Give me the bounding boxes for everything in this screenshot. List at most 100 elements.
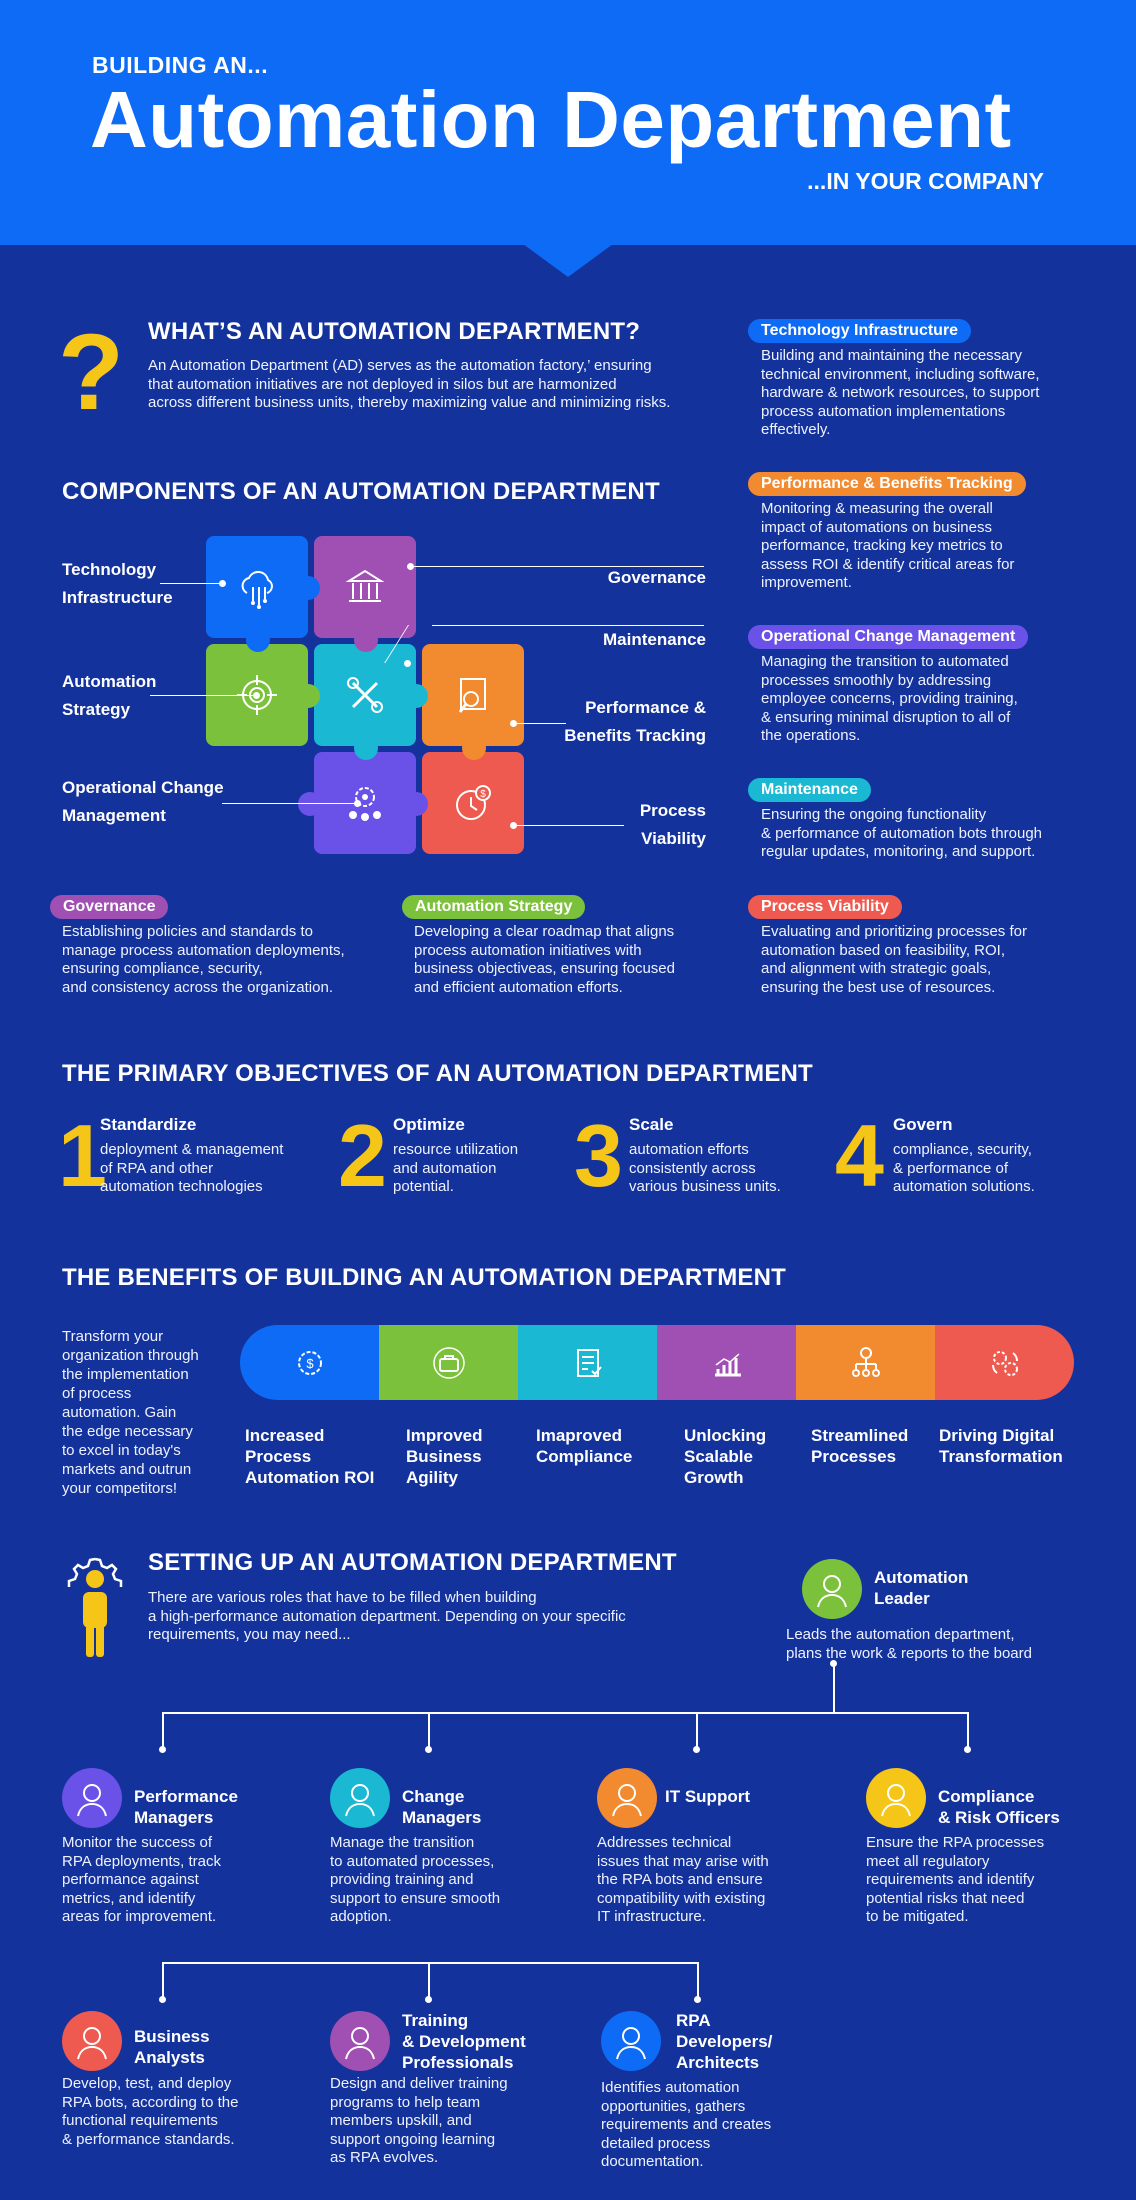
- tree-dot: [425, 1996, 432, 2003]
- svg-text:$: $: [480, 789, 486, 800]
- avatar: [601, 2011, 661, 2071]
- objective-number: 2: [338, 1106, 387, 1205]
- tree-dot: [425, 1746, 432, 1753]
- card-title-maintenance: Maintenance: [748, 778, 871, 802]
- puzzle-knob: [404, 792, 428, 816]
- team-gear-icon: [349, 787, 381, 821]
- what-title: WHAT’S AN AUTOMATION DEPARTMENT?: [148, 318, 641, 345]
- question-mark-icon: ?: [58, 311, 124, 432]
- clock-dollar-icon: $: [456, 785, 491, 820]
- objective-number: 4: [835, 1106, 884, 1205]
- objective-number: 3: [574, 1106, 623, 1205]
- connector-dot: [354, 800, 361, 807]
- government-building-icon: [345, 569, 385, 602]
- benefit-segment: [796, 1325, 935, 1400]
- avatar: [62, 1768, 122, 1828]
- tree-line: [967, 1712, 969, 1748]
- objective-title: Govern: [893, 1115, 953, 1134]
- person-icon: [77, 1784, 107, 1817]
- puzzle-process-viability: $: [422, 752, 524, 854]
- puzzle-knob: [354, 736, 378, 760]
- connector-dot: [253, 692, 260, 699]
- tree-line: [697, 1962, 699, 1998]
- puzzle-governance: [314, 536, 416, 638]
- objectives-title: THE PRIMARY OBJECTIVES OF AN AUTOMATION …: [62, 1060, 813, 1087]
- svg-text:$: $: [306, 1356, 314, 1371]
- process-flow-icon: [851, 1346, 880, 1377]
- connector-line: [412, 566, 704, 567]
- tree-line: [162, 1712, 164, 1748]
- avatar: [802, 1559, 862, 1619]
- tree-line: [833, 1665, 835, 1712]
- connector-line: [150, 695, 256, 696]
- label-performance: Performance &Benefits Tracking: [564, 698, 706, 745]
- wrench-screwdriver-icon: [347, 677, 383, 713]
- card-title-governance: Governance: [50, 895, 169, 919]
- tree-dot: [964, 1746, 971, 1753]
- puzzle-technology: [206, 536, 308, 638]
- person-icon: [345, 2027, 375, 2060]
- benefit-segment: [518, 1325, 657, 1400]
- person-icon: [612, 1784, 642, 1817]
- person-icon: [881, 1784, 911, 1817]
- benefit-segment: [935, 1325, 1074, 1400]
- avatar: [597, 1768, 657, 1828]
- connector-line: [222, 803, 360, 804]
- objective-title: Standardize: [100, 1115, 197, 1134]
- benefits-title: THE BENEFITS OF BUILDING AN AUTOMATION D…: [62, 1264, 786, 1291]
- label-maintenance: Maintenance: [603, 630, 706, 649]
- benefit-segment: $: [240, 1325, 379, 1400]
- puzzle-knob: [404, 684, 428, 708]
- growth-chart-icon: [714, 1352, 741, 1376]
- avatar: [330, 2011, 390, 2071]
- header-banner: [0, 0, 1136, 245]
- puzzle-knob: [296, 684, 320, 708]
- puzzle-knob: [462, 736, 486, 760]
- objective-number: 1: [58, 1106, 107, 1205]
- connector-line: [432, 625, 704, 626]
- avatar: [330, 1768, 390, 1828]
- tree-dot: [830, 1660, 837, 1667]
- avatar: [62, 2011, 122, 2071]
- connector-line: [160, 583, 222, 584]
- card-title-process-viability: Process Viability: [748, 895, 902, 919]
- what-line: that automation initiatives are not depl…: [148, 375, 617, 393]
- components-title: COMPONENTS OF AN AUTOMATION DEPARTMENT: [62, 478, 660, 505]
- what-line: An Automation Department (AD) serves as …: [148, 357, 652, 374]
- connector-dot: [219, 580, 226, 587]
- connector-dot: [510, 720, 517, 727]
- card-title-technology: Technology Infrastructure: [748, 319, 972, 343]
- benefits-band: $: [240, 1325, 1074, 1400]
- objective-title: Scale: [629, 1115, 674, 1134]
- checklist-icon: [576, 1348, 602, 1377]
- setup-title: SETTING UP AN AUTOMATION DEPARTMENT: [148, 1549, 677, 1576]
- connector-line: [514, 723, 566, 724]
- tree-line: [162, 1962, 164, 1998]
- page-title: Automation Department: [90, 75, 1012, 164]
- puzzle-maintenance: [314, 644, 416, 746]
- role-title: Compliance& Risk Officers: [938, 1787, 1060, 1827]
- person-icon: [77, 2027, 107, 2060]
- benefit-segment: [657, 1325, 796, 1400]
- what-line: across different business units, thereby…: [148, 394, 671, 411]
